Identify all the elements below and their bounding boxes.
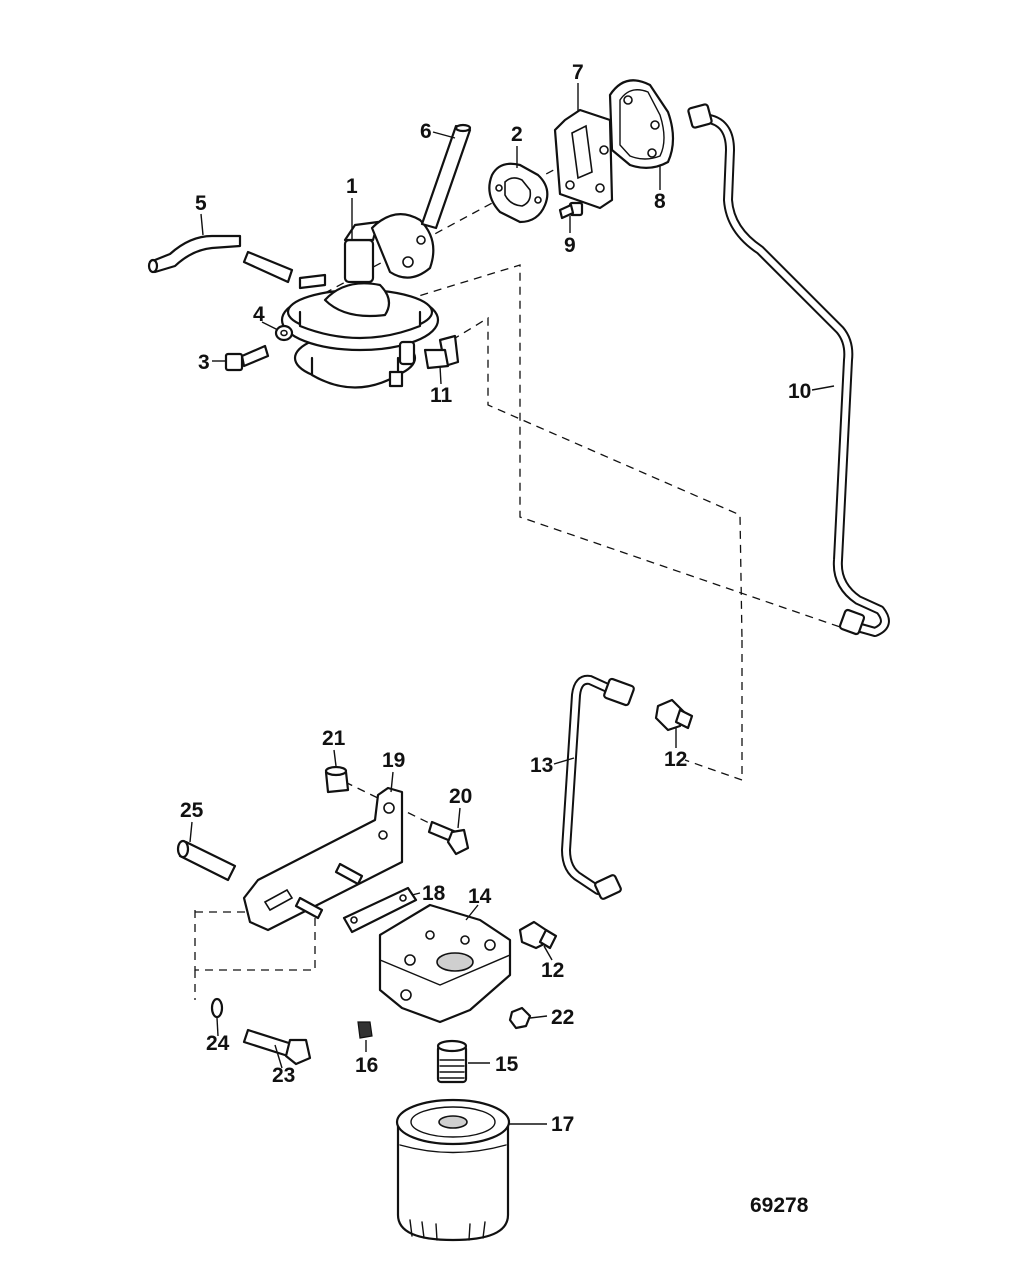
- bolt-23: [242, 1028, 312, 1066]
- figure-number: 69278: [750, 1194, 809, 1217]
- callout-19: 19: [382, 749, 405, 772]
- callout-1: 1: [346, 175, 358, 198]
- callout-18: 18: [422, 882, 446, 905]
- callout-3: 3: [198, 351, 210, 374]
- callout-10: 10: [788, 380, 811, 403]
- elbow-fitting-11: [423, 334, 460, 370]
- callout-16: 16: [355, 1054, 378, 1077]
- spacer-21: [324, 765, 350, 794]
- callout-20: 20: [449, 785, 472, 808]
- callout-25: 25: [180, 799, 204, 822]
- hose-5: [147, 234, 294, 284]
- callout-12-lower: 12: [541, 959, 564, 982]
- fuel-line-13: [560, 674, 635, 900]
- callout-15: 15: [495, 1053, 519, 1076]
- callout-2: 2: [511, 123, 523, 146]
- washer-24: [210, 997, 224, 1019]
- screw-9: [558, 201, 584, 220]
- nipple-15: [436, 1039, 468, 1084]
- callout-11: 11: [430, 384, 453, 407]
- filter-head-14: [378, 903, 512, 1024]
- callout-7: 7: [572, 61, 584, 84]
- callout-17: 17: [551, 1113, 574, 1136]
- bolt-3: [224, 344, 270, 372]
- adapter-plate-7: [553, 108, 614, 210]
- gasket-plate-8: [608, 79, 675, 169]
- callout-9: 9: [564, 234, 576, 257]
- plug-16: [357, 1021, 373, 1039]
- leader-lines: [189, 83, 835, 1125]
- callout-4: 4: [253, 303, 265, 326]
- callout-24: 24: [206, 1032, 230, 1055]
- pump-gasket: [488, 162, 549, 224]
- callout-14: 14: [468, 885, 492, 908]
- fuel-line-10: [687, 103, 890, 637]
- fitting-12-lower: [518, 920, 558, 950]
- callout-21: 21: [322, 727, 346, 750]
- fuel-filter-17: [395, 1098, 511, 1242]
- callout-labels: 1 2 3 4 5 6 7 8 9 10 11 12 12 13 14 15 1…: [180, 61, 811, 1136]
- plug-22: [508, 1006, 532, 1030]
- studs: [294, 862, 364, 920]
- callout-8: 8: [654, 190, 666, 213]
- callout-5: 5: [195, 192, 207, 215]
- spacer-25: [176, 839, 237, 882]
- callout-6: 6: [420, 120, 432, 143]
- callout-22: 22: [551, 1006, 574, 1029]
- bolt-20: [427, 820, 470, 856]
- washer-4: [274, 324, 294, 342]
- bracket-19: [242, 786, 404, 932]
- callout-13: 13: [530, 754, 553, 777]
- plate-18: [342, 886, 418, 934]
- fuel-pump: [280, 212, 440, 389]
- callout-23: 23: [272, 1064, 295, 1087]
- vent-tube-6: [420, 123, 472, 230]
- fitting-12-upper: [654, 698, 694, 732]
- callout-12-upper: 12: [664, 748, 687, 771]
